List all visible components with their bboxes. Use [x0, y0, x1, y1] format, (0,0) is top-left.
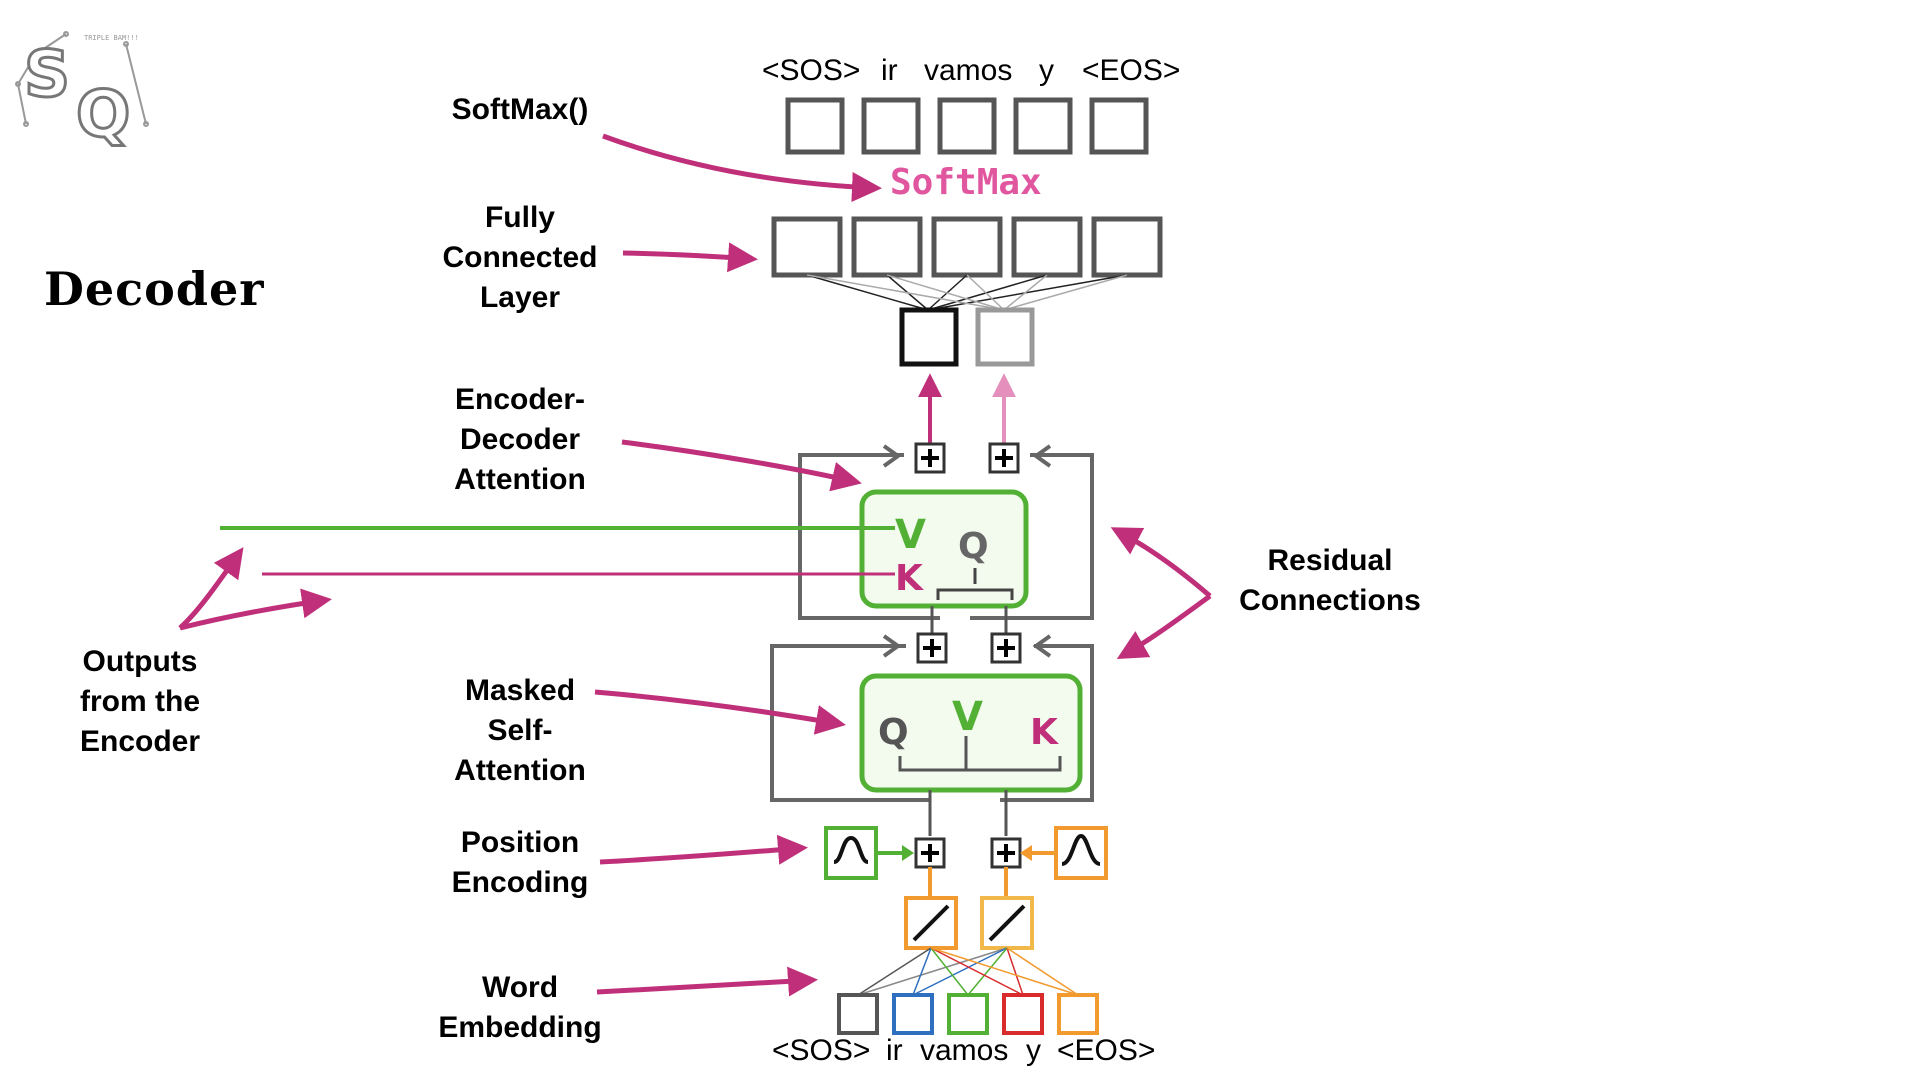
arrow-icon	[599, 834, 808, 865]
fc-box-5	[1091, 216, 1163, 278]
label-enc-dec-attention: Encoder- Decoder Attention	[454, 383, 586, 496]
label-softmax-fn: SoftMax()	[451, 93, 589, 126]
sine-wave-icon	[824, 826, 878, 880]
arrow-icon	[622, 242, 758, 273]
plus-box-icon	[916, 632, 948, 664]
fc-box-2	[851, 216, 923, 278]
output-box-2	[861, 97, 921, 155]
label-word-embedding: Word Embedding	[438, 971, 602, 1044]
input-box-vamos	[947, 993, 989, 1035]
arrow-icon	[621, 439, 862, 492]
plus-box-icon	[988, 442, 1020, 474]
softmax-label: SoftMax	[890, 162, 1042, 203]
page-title: Decoder	[44, 262, 265, 316]
fc-box-3	[931, 216, 1003, 278]
input-box-sos	[837, 993, 879, 1035]
decoder-out-2	[975, 307, 1035, 367]
arrow-icon	[602, 133, 882, 202]
output-box-5	[1089, 97, 1149, 155]
masked-self-attention-block	[859, 673, 1083, 793]
arrow-icon	[594, 689, 846, 735]
output-token-ir: ir	[881, 54, 898, 87]
input-token-y: y	[1026, 1034, 1041, 1067]
output-token-sos: <SOS>	[762, 54, 861, 87]
fc-output-boxes	[771, 216, 1163, 278]
input-token-eos: <EOS>	[1057, 1034, 1156, 1067]
output-token-y: y	[1039, 54, 1054, 87]
output-token-vamos: vamos	[924, 54, 1013, 87]
embedding-connections	[857, 947, 1079, 996]
letter-k: K	[895, 558, 924, 599]
output-token-eos: <EOS>	[1082, 54, 1181, 87]
output-box-4	[1013, 97, 1073, 155]
input-box-y	[1002, 993, 1044, 1035]
arrow-icon	[179, 588, 332, 631]
output-box-3	[937, 97, 997, 155]
bell-curve-icon	[1054, 826, 1108, 880]
decoder-out-1	[899, 307, 959, 367]
label-fully-connected: Fully Connected Layer	[442, 201, 598, 314]
arrow-icon	[1116, 593, 1212, 659]
arrow-icon	[1110, 527, 1212, 598]
letter-k: K	[1030, 712, 1059, 753]
residual-frame-upper	[798, 444, 1094, 620]
plus-box-icon	[990, 837, 1022, 869]
input-token-vamos: vamos	[920, 1034, 1009, 1067]
linear-activation-icon	[904, 896, 958, 950]
svg-text:S: S	[24, 38, 70, 112]
enc-dec-attention-block	[859, 489, 1029, 609]
annotation-arrows	[178, 133, 1212, 997]
letter-v: V	[895, 512, 926, 558]
input-token-sos: <SOS>	[772, 1034, 871, 1067]
plus-box-icon	[914, 442, 946, 474]
output-prob-boxes	[785, 97, 1149, 155]
residual-frame-lower	[770, 634, 1094, 802]
label-masked-self-attention: Masked Self- Attention	[454, 674, 586, 787]
input-token-boxes	[837, 993, 1099, 1035]
label-position-encoding: Position Encoding	[451, 826, 589, 899]
fc-connections	[806, 274, 1128, 311]
arrow-icon	[178, 547, 244, 630]
input-box-eos	[1057, 993, 1099, 1035]
logo-tagline: TRIPLE BAM!!!	[84, 34, 139, 42]
output-box-1	[785, 97, 845, 155]
svg-text:Q: Q	[76, 78, 130, 152]
fc-box-4	[1011, 216, 1083, 278]
letter-v: V	[952, 694, 983, 740]
fc-box-1	[771, 216, 843, 278]
input-token-ir: ir	[886, 1034, 903, 1067]
linear-activation-icon	[980, 896, 1034, 950]
letter-q: Q	[878, 712, 909, 753]
input-box-ir	[892, 993, 934, 1035]
label-outputs-encoder: Outputs from the Encoder	[79, 645, 201, 758]
arrow-icon	[596, 966, 818, 997]
plus-box-icon	[914, 837, 946, 869]
statquest-logo: S Q TRIPLE BAM!!!	[15, 31, 149, 154]
letter-q: Q	[958, 526, 989, 567]
plus-box-icon	[990, 632, 1022, 664]
label-residual: Residual Connections	[1239, 544, 1421, 617]
